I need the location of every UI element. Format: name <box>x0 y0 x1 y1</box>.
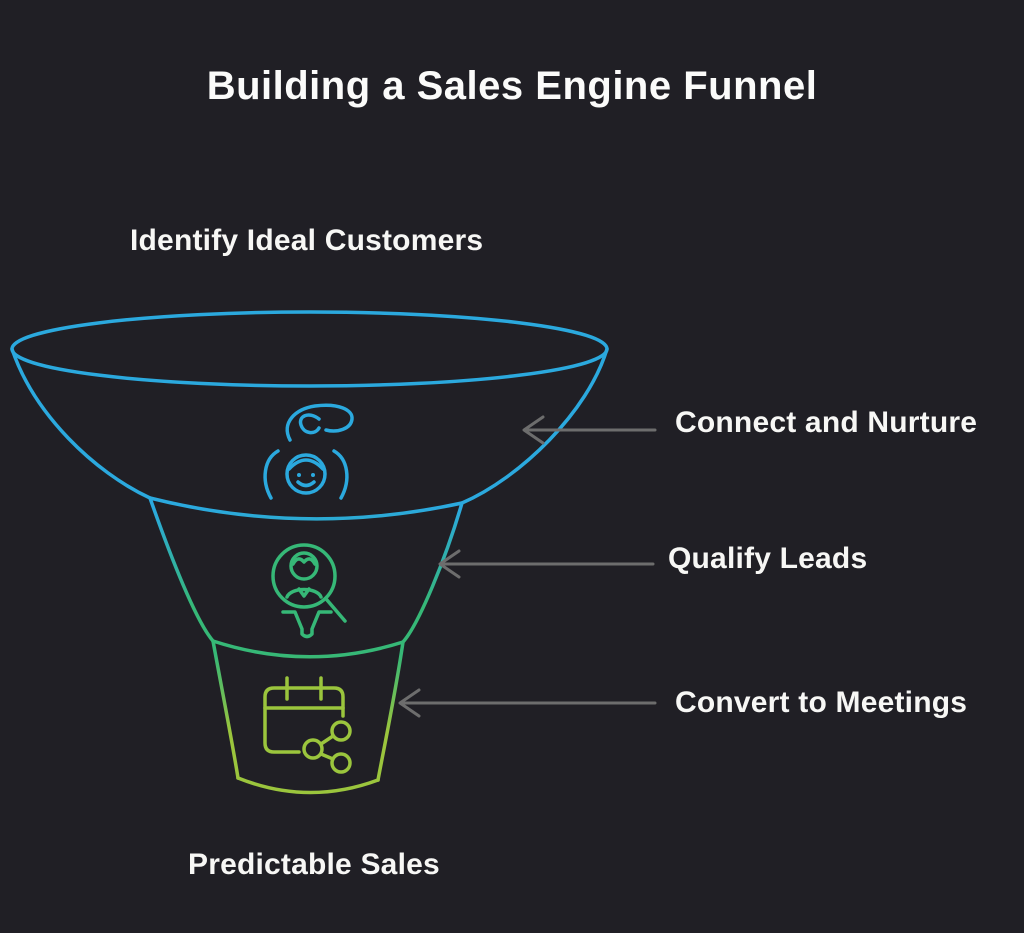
funnel-outline <box>10 310 609 795</box>
stage-label-convert-to-meetings: Convert to Meetings <box>675 686 968 719</box>
funnel-spout-bottom <box>236 776 380 795</box>
funnel-rim <box>10 310 609 388</box>
funnel-input-label: Identify Ideal Customers <box>130 224 484 257</box>
calendar-share-icon <box>263 676 352 774</box>
funnel-divider-top <box>148 496 464 521</box>
arrow-convert-to-meetings <box>398 688 657 718</box>
stage-label-qualify-leads: Qualify Leads <box>668 542 868 575</box>
search-person-icon <box>271 543 347 639</box>
funnel-output-label: Predictable Sales <box>188 848 440 881</box>
hand-care-person-icon <box>263 403 354 500</box>
pointer-arrows <box>398 415 657 718</box>
arrow-qualify-leads <box>438 549 655 579</box>
page-title: Building a Sales Engine Funnel <box>206 64 818 108</box>
stage-label-connect-and-nurture: Connect and Nurture <box>675 406 978 439</box>
arrow-connect-and-nurture <box>522 415 657 445</box>
funnel-left-wall <box>10 347 240 780</box>
funnel-divider-bottom <box>211 639 405 659</box>
